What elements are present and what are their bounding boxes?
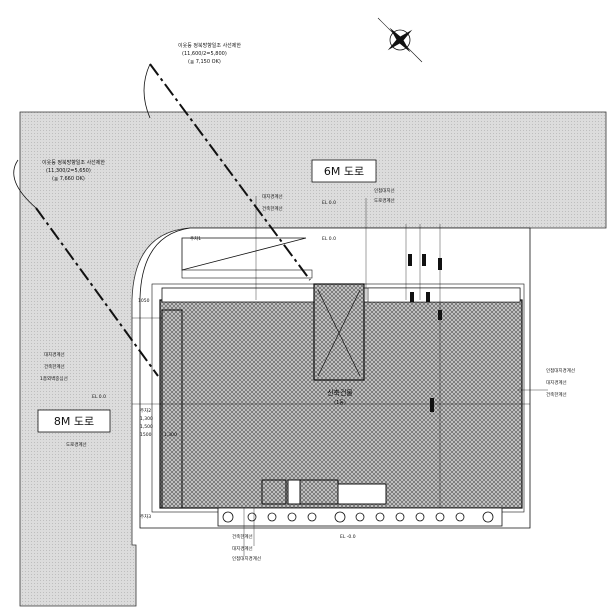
- sun-note-top-3: (≦ 7,150 OK): [188, 59, 221, 65]
- level-left: EL 0.0: [92, 394, 106, 400]
- top-planting-area: [181, 237, 307, 271]
- level-top-2: EL 0.0: [322, 236, 336, 242]
- central-void: [313, 283, 365, 381]
- label-top-1: 대지경계선: [262, 193, 283, 200]
- entrance-block-2: [287, 479, 301, 505]
- entrance-block-4: [337, 483, 387, 505]
- sun-note-left-2: (11,300/2=5,650): [46, 168, 91, 174]
- label-right-2: 대지경계선: [546, 379, 567, 386]
- road-label-left: 8M 도로: [37, 409, 111, 433]
- sun-note-top-1: 이웃등 정북방향일조 사선제한: [178, 42, 241, 49]
- building-sub: (1동): [334, 400, 346, 406]
- reference-lines: [132, 196, 548, 556]
- dim-4: 1500: [140, 432, 152, 438]
- sun-note-left-1: 이웃등 정북방향일조 사선제한: [42, 159, 105, 166]
- level-top: EL 0.0: [322, 200, 336, 206]
- sun-note-top-2: (11,600/2=5,800): [182, 51, 227, 57]
- label-top-2: 건축한계선: [262, 205, 283, 212]
- label-top-4: 도로경계선: [374, 197, 395, 204]
- north-compass-icon: [377, 17, 423, 63]
- building-name: 신축건물: [327, 388, 353, 397]
- level-bottom: EL -0.0: [340, 534, 356, 540]
- dim-5: 1,300: [164, 432, 177, 438]
- label-left-1: 대지경계선: [44, 351, 65, 358]
- label-bottom-1: 건축한계선: [232, 533, 253, 540]
- label-left-road: 도로경계선: [66, 441, 87, 448]
- entrance-block-3: [299, 479, 339, 505]
- dim-1: 1050: [138, 298, 150, 304]
- label-right-3: 건축한계선: [546, 391, 567, 398]
- label-left-2: 건축한계선: [44, 363, 65, 370]
- sunlight-line-top: [149, 63, 311, 281]
- label-bottom-3: 인접대지경계선: [232, 555, 261, 562]
- road-label-top: 6M 도로: [311, 159, 377, 183]
- label-left-3: 1층외벽중심선: [40, 375, 68, 382]
- label-right-1: 인접대지경계선: [546, 367, 575, 374]
- dim-3: 1,300: [140, 416, 153, 422]
- dim-2: 1,500: [140, 424, 153, 430]
- sunlight-line-left: [35, 207, 159, 377]
- plant-label-2: 주차2: [140, 407, 151, 414]
- plant-label-3: 주차3: [140, 513, 151, 520]
- svg-text:8M 도로: 8M 도로: [54, 415, 94, 428]
- plant-label-1: 주차1: [190, 235, 201, 242]
- label-top-3: 인접대지선: [374, 187, 395, 194]
- svg-text:6M 도로: 6M 도로: [324, 165, 364, 178]
- label-bottom-2: 대지경계선: [232, 545, 253, 552]
- entrance-block-1: [261, 479, 287, 505]
- sun-note-left-3: (≦ 7,660 OK): [52, 176, 85, 182]
- left-wing: [161, 309, 183, 509]
- plant-row: [222, 511, 494, 523]
